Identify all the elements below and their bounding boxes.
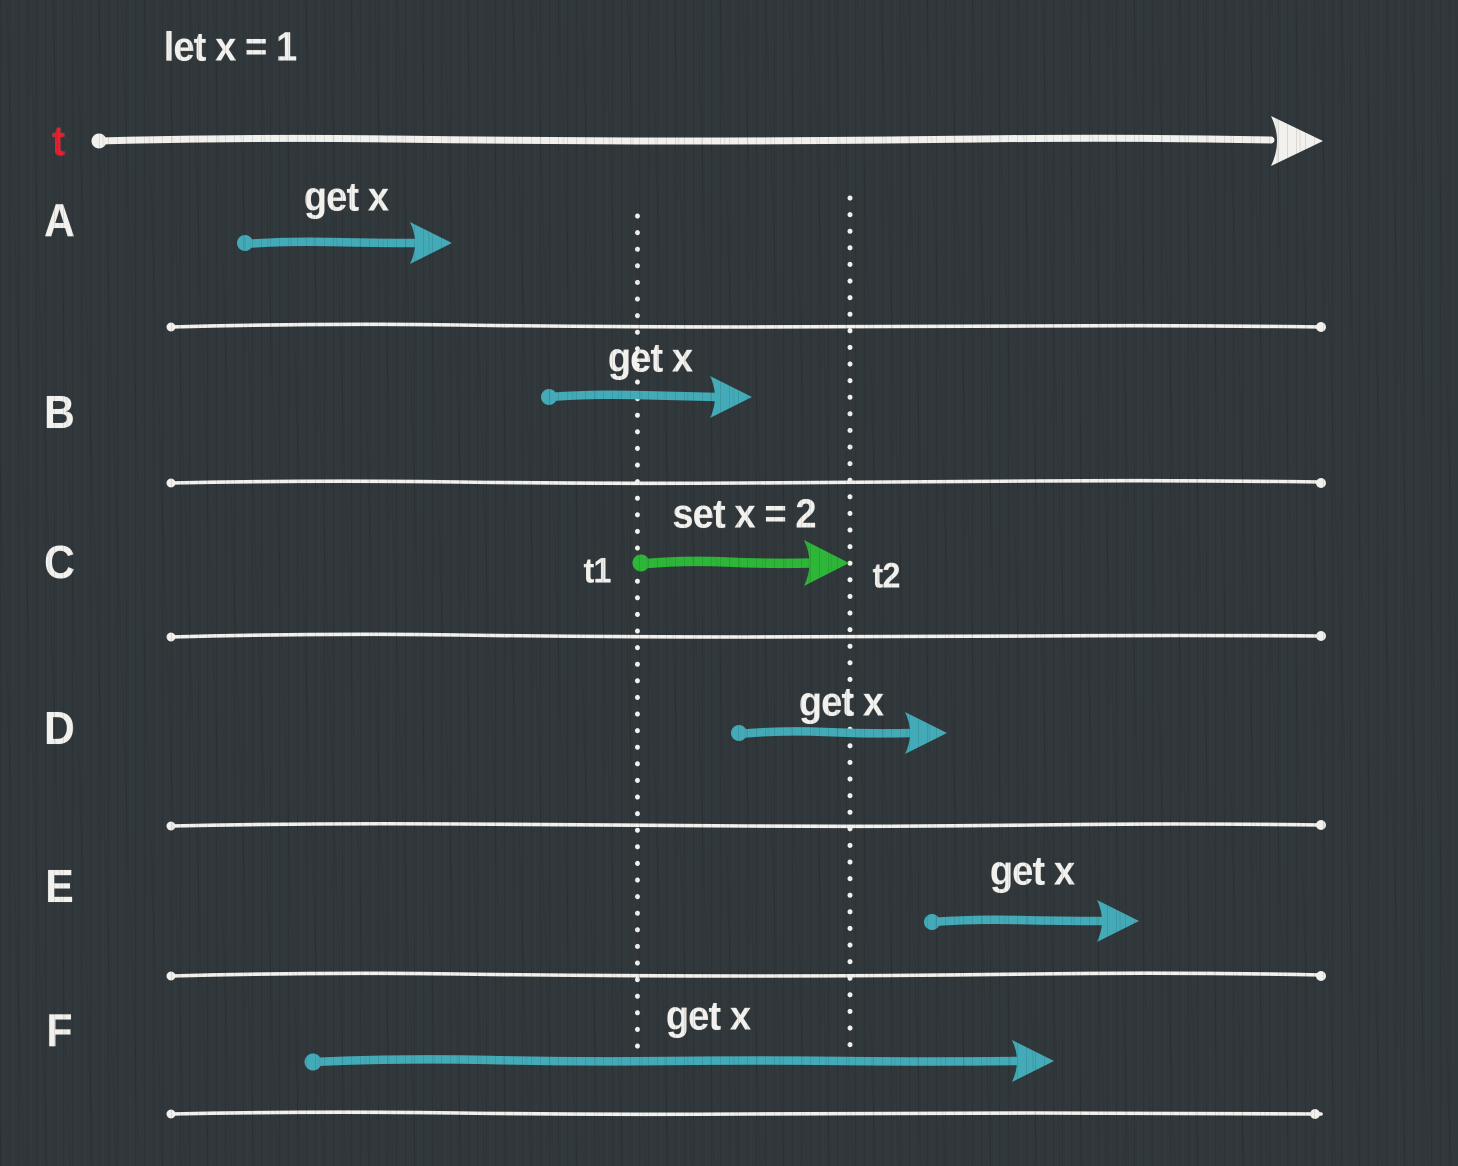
row-d-operation-label: get x [798, 678, 884, 725]
time-axis-label: t [51, 117, 65, 164]
row-label-c: C [44, 536, 75, 588]
row-e-operation-label: get x [989, 847, 1075, 894]
row-a-get-arrow [237, 222, 452, 264]
row-e-get-arrow [924, 900, 1139, 942]
time-axis-arrow [91, 116, 1323, 166]
row-label-e: E [45, 860, 74, 912]
row-f-get-arrow [304, 1040, 1054, 1082]
row-c-set-arrow [632, 540, 849, 586]
row-divider-a [166, 322, 1326, 332]
row-divider-c [166, 631, 1326, 642]
row-divider-d [166, 820, 1326, 831]
row-a-operation-label: get x [303, 173, 389, 220]
row-label-b: B [44, 386, 75, 438]
row-label-a: A [44, 194, 75, 246]
row-f-operation-label: get x [665, 992, 751, 1039]
row-divider-b [166, 478, 1326, 488]
row-b-operation-label: get x [607, 334, 693, 381]
row-divider-e [166, 971, 1326, 981]
init-statement-label: let x = 1 [163, 23, 298, 70]
row-divider-f [166, 1109, 1323, 1119]
row-label-d: D [44, 702, 75, 754]
row-d-get-arrow [731, 712, 947, 754]
row-label-f: F [46, 1004, 72, 1056]
row-b-get-arrow [541, 376, 752, 418]
t2-marker-label: t2 [872, 556, 900, 596]
row-c-operation-label: set x = 2 [672, 490, 816, 537]
t1-marker-label: t1 [583, 551, 611, 591]
